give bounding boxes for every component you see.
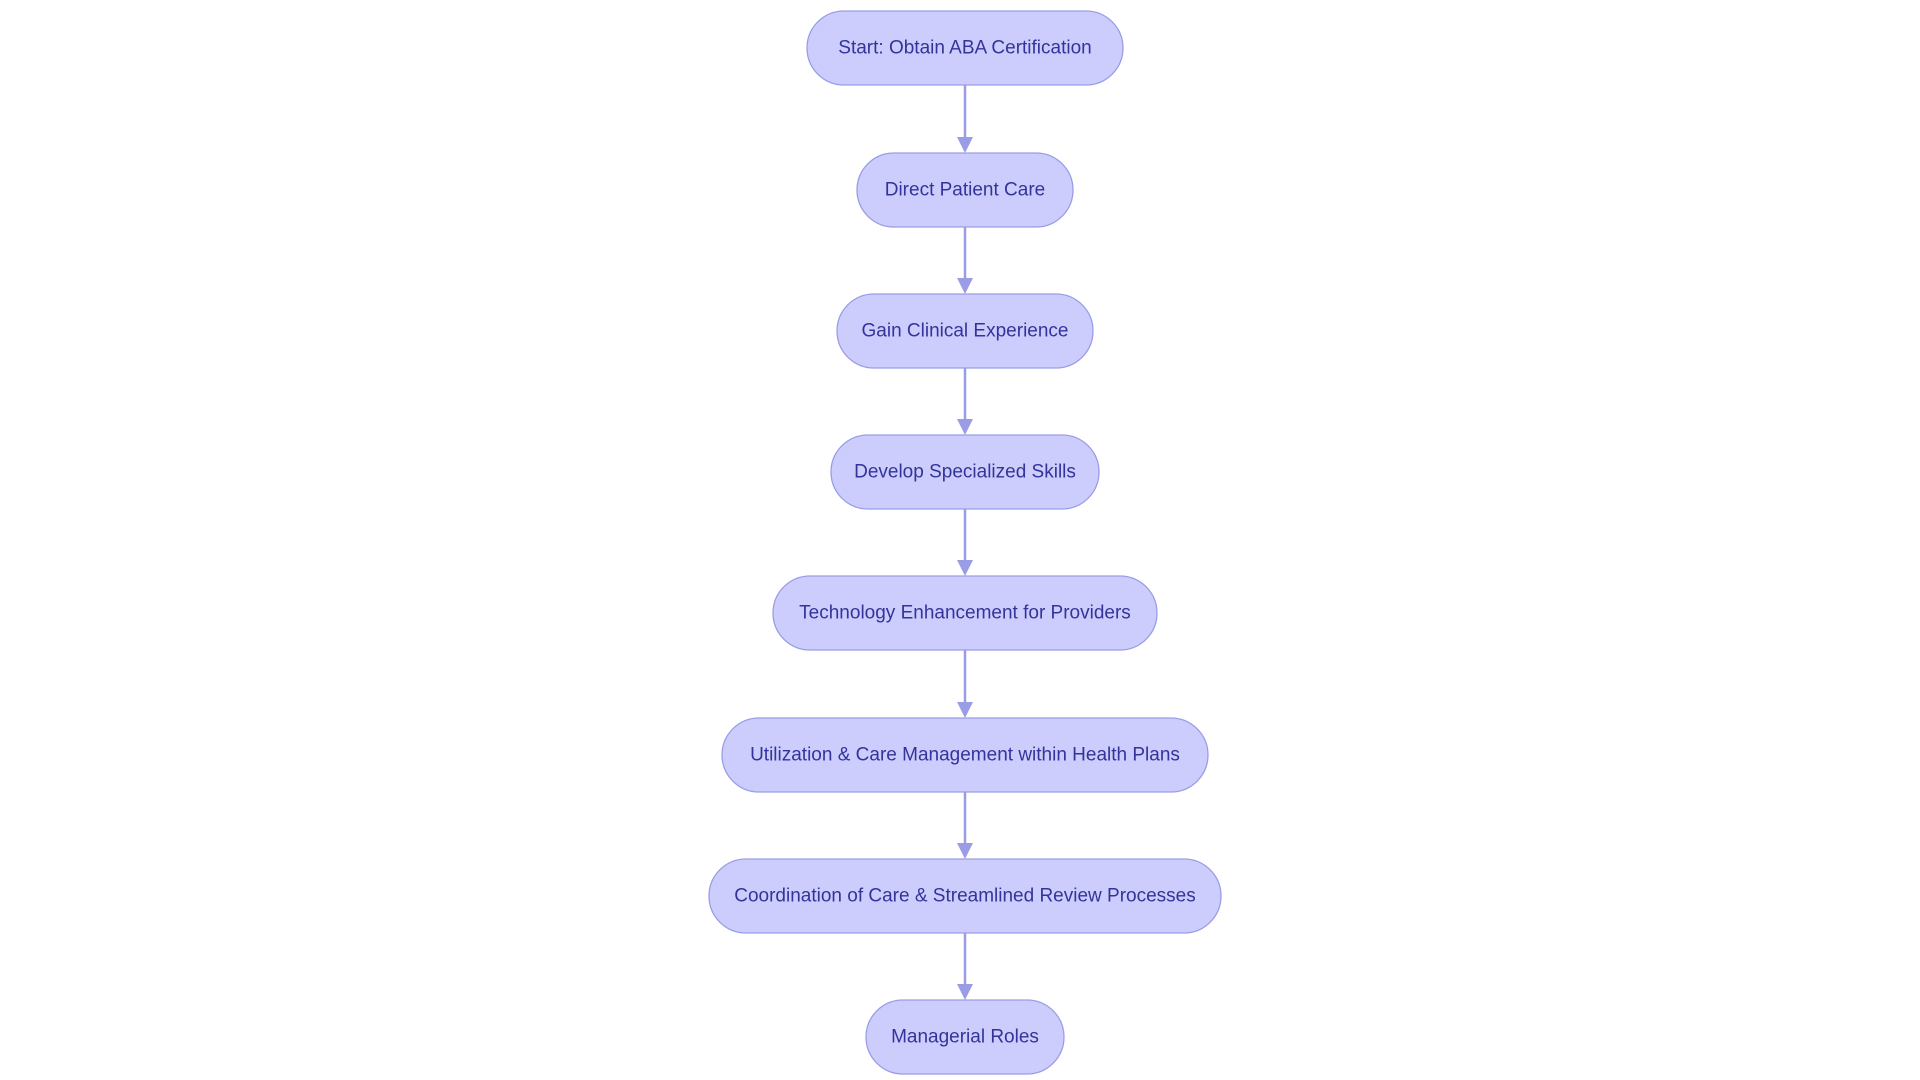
flow-edge-2 <box>957 227 973 294</box>
arrowhead-icon <box>957 702 973 718</box>
arrowhead-icon <box>957 843 973 859</box>
flow-edge-7 <box>957 933 973 1000</box>
flow-node-shape <box>806 10 1124 86</box>
flow-node-label: Managerial Roles <box>891 1027 1039 1048</box>
flow-node-shape <box>836 293 1094 369</box>
arrowhead-icon <box>957 560 973 576</box>
flow-edge-6 <box>957 792 973 859</box>
arrowhead-icon <box>957 137 973 153</box>
flow-node-shape <box>772 575 1158 651</box>
arrowhead-icon <box>957 419 973 435</box>
flow-edge-1 <box>957 85 973 153</box>
flow-node-label: Utilization & Care Management within Hea… <box>750 745 1180 766</box>
arrowhead-icon <box>957 984 973 1000</box>
flow-node-label: Gain Clinical Experience <box>862 321 1069 342</box>
flow-node-8: Managerial Roles <box>865 999 1065 1075</box>
flow-node-1: Start: Obtain ABA Certification <box>806 10 1124 86</box>
flow-node-3: Gain Clinical Experience <box>836 293 1094 369</box>
flow-node-shape <box>708 858 1222 934</box>
flow-edge-3 <box>957 368 973 435</box>
flow-node-label: Coordination of Care & Streamlined Revie… <box>734 886 1196 907</box>
flow-node-shape <box>865 999 1065 1075</box>
flow-node-label: Direct Patient Care <box>885 180 1046 201</box>
flow-edge-5 <box>957 650 973 718</box>
flow-edge-4 <box>957 509 973 576</box>
flow-node-6: Utilization & Care Management within Hea… <box>721 717 1209 793</box>
arrowhead-icon <box>957 278 973 294</box>
flow-node-shape <box>856 152 1074 228</box>
flow-node-label: Technology Enhancement for Providers <box>799 603 1131 624</box>
flow-node-shape <box>721 717 1209 793</box>
flow-node-label: Start: Obtain ABA Certification <box>838 38 1091 59</box>
flow-node-4: Develop Specialized Skills <box>830 434 1100 510</box>
flow-node-7: Coordination of Care & Streamlined Revie… <box>708 858 1222 934</box>
flow-node-shape <box>830 434 1100 510</box>
flow-node-label: Develop Specialized Skills <box>854 462 1076 483</box>
edges-layer <box>957 85 973 1000</box>
flow-node-5: Technology Enhancement for Providers <box>772 575 1158 651</box>
flow-node-2: Direct Patient Care <box>856 152 1074 228</box>
